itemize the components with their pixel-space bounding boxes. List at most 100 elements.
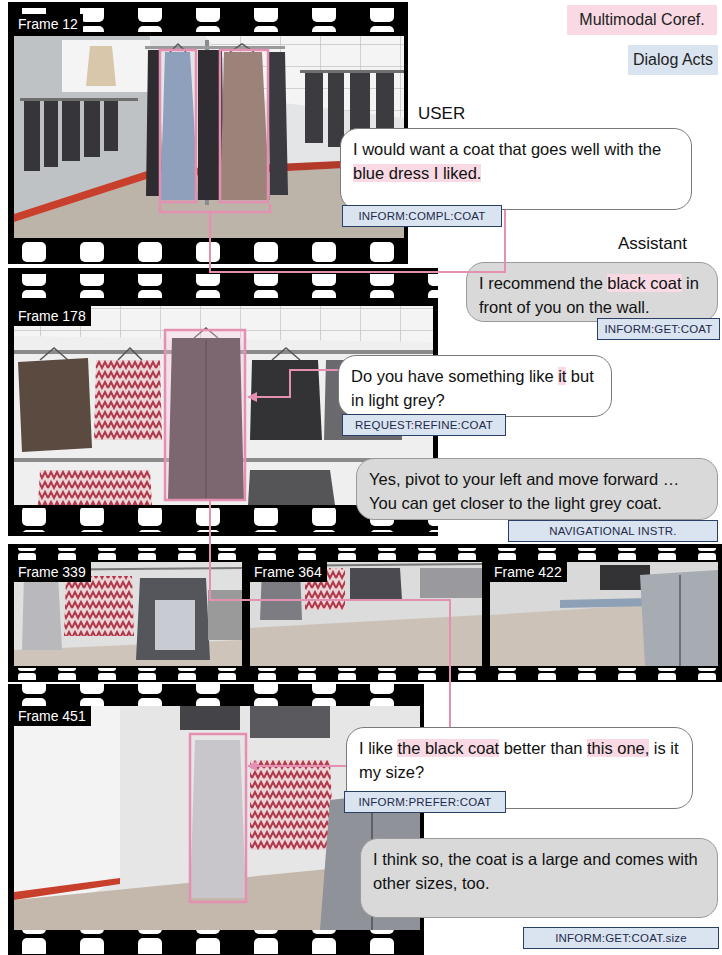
store-scene bbox=[420, 568, 482, 598]
store-scene bbox=[640, 570, 718, 666]
film-strip bbox=[8, 544, 722, 682]
dialog-act-text: INFORM:GET:COAT.size bbox=[555, 932, 687, 944]
coref-highlight bbox=[190, 734, 246, 902]
store-scene bbox=[300, 70, 404, 73]
coref-highlight bbox=[160, 50, 196, 202]
video-frame: Frame 422 bbox=[490, 562, 718, 666]
speaker-label: Assistant bbox=[618, 234, 687, 254]
coref-link bbox=[210, 505, 450, 727]
coref-mention: it bbox=[558, 367, 566, 385]
coref-highlight bbox=[220, 50, 268, 202]
coref-link bbox=[248, 370, 338, 397]
store-scene bbox=[38, 470, 152, 505]
dialog-act-text: INFORM:GET:COAT bbox=[604, 323, 712, 335]
dialog-act-text: INFORM:PREFER:COAT bbox=[358, 796, 491, 808]
store-scene bbox=[190, 740, 246, 898]
coref-mention: this one, bbox=[587, 739, 649, 757]
dialog-act-tag: INFORM:GET:COAT.size bbox=[523, 927, 719, 949]
store-scene bbox=[250, 706, 330, 738]
store-scene bbox=[145, 46, 285, 49]
video-frame: Frame 339 bbox=[14, 562, 242, 666]
user-speech-bubble: I would want a coat that goes well with … bbox=[340, 128, 692, 210]
film-strip bbox=[8, 274, 438, 298]
store-scene bbox=[180, 706, 240, 730]
utterance-text: Do you have something like bbox=[351, 367, 554, 385]
store-scene bbox=[160, 52, 198, 200]
store-scene bbox=[64, 576, 134, 636]
store-scene bbox=[208, 590, 242, 640]
store-scene bbox=[350, 568, 402, 600]
dialog-act-tag: INFORM:PREFER:COAT bbox=[344, 791, 506, 813]
legend-swatch: Multimodal Coref. bbox=[567, 5, 717, 35]
store-scene bbox=[62, 40, 150, 92]
dialog-act-tag: INFORM:COMPL:COAT bbox=[342, 205, 502, 227]
store-scene bbox=[86, 46, 116, 86]
store-scene bbox=[250, 360, 322, 440]
store-scene bbox=[248, 470, 335, 505]
film-strip bbox=[8, 548, 722, 560]
dialog-act-text: INFORM:COMPL:COAT bbox=[358, 210, 485, 222]
store-scene bbox=[490, 562, 718, 666]
assistant-speech-bubble: I think so, the coat is a large and come… bbox=[360, 838, 718, 918]
coref-highlight bbox=[160, 50, 270, 238]
utterance-text: better than bbox=[504, 739, 583, 757]
store-scene bbox=[22, 574, 62, 650]
film-strip bbox=[8, 684, 424, 955]
film-strip bbox=[8, 2, 722, 955]
utterance-text: Yes, pivot to your left and move forward… bbox=[369, 470, 679, 512]
dialog-act-text: NAVIGATIONAL INSTR. bbox=[549, 525, 677, 537]
store-scene bbox=[250, 562, 482, 666]
assistant-speech-bubble: Yes, pivot to your left and move forward… bbox=[356, 458, 718, 520]
frame-label: Frame 451 bbox=[14, 706, 91, 726]
frame-label: Frame 339 bbox=[14, 562, 91, 582]
store-scene bbox=[136, 578, 210, 660]
frame-label: Frame 422 bbox=[490, 562, 567, 582]
store-scene bbox=[560, 598, 655, 608]
user-speech-bubble: Do you have something likeitbut in light… bbox=[338, 355, 612, 417]
assistant-speech-bubble: I recommend theblack coatin front of you… bbox=[466, 262, 718, 322]
coref-highlight bbox=[209, 500, 211, 505]
legend-text: Dialog Acts bbox=[633, 51, 713, 69]
utterance-text: I recommend the bbox=[479, 274, 603, 292]
store-scene bbox=[155, 600, 195, 650]
coref-highlight bbox=[190, 734, 246, 902]
store-scene bbox=[94, 360, 162, 440]
frame-label: Frame 364 bbox=[250, 562, 327, 582]
store-scene bbox=[268, 52, 288, 195]
store-scene bbox=[24, 101, 118, 171]
store-scene bbox=[14, 562, 242, 666]
dialog-act-tag: REQUEST:REFINE:COAT bbox=[342, 414, 506, 436]
legend-swatch: Dialog Acts bbox=[628, 45, 718, 75]
store-scene bbox=[250, 760, 334, 850]
frame-label: Frame 12 bbox=[14, 14, 83, 34]
utterance-text: I would want a coat that goes well with … bbox=[353, 140, 661, 158]
speaker-label: USER bbox=[418, 104, 465, 124]
store-scene bbox=[250, 562, 482, 666]
store-scene bbox=[490, 562, 718, 666]
film-strip bbox=[8, 240, 408, 264]
store-scene bbox=[14, 878, 120, 900]
coref-mention: black coat bbox=[607, 274, 681, 292]
frame-label: Frame 178 bbox=[14, 306, 91, 326]
store-scene bbox=[18, 358, 92, 452]
store-scene bbox=[220, 52, 270, 200]
dialog-act-tag: INFORM:GET:COAT bbox=[597, 318, 720, 340]
film-strip bbox=[8, 684, 424, 708]
store-scene bbox=[250, 615, 482, 666]
coref-link bbox=[210, 210, 505, 272]
store-scene bbox=[20, 98, 138, 101]
coref-highlight bbox=[160, 204, 270, 238]
utterance-text: I think so, the coat is a large and come… bbox=[373, 850, 698, 892]
utterance-text: I like bbox=[359, 739, 393, 757]
coref-mention: blue dress I liked. bbox=[353, 164, 481, 182]
coref-link bbox=[248, 765, 346, 767]
coref-highlight bbox=[165, 330, 245, 505]
store-scene bbox=[14, 562, 242, 666]
dialog-act-text: REQUEST:REFINE:COAT bbox=[355, 419, 493, 431]
coref-mention: the black coat bbox=[397, 739, 499, 757]
coref-highlight bbox=[165, 330, 245, 500]
dialog-act-tag: NAVIGATIONAL INSTR. bbox=[508, 520, 718, 542]
legend-text: Multimodal Coref. bbox=[579, 11, 704, 29]
